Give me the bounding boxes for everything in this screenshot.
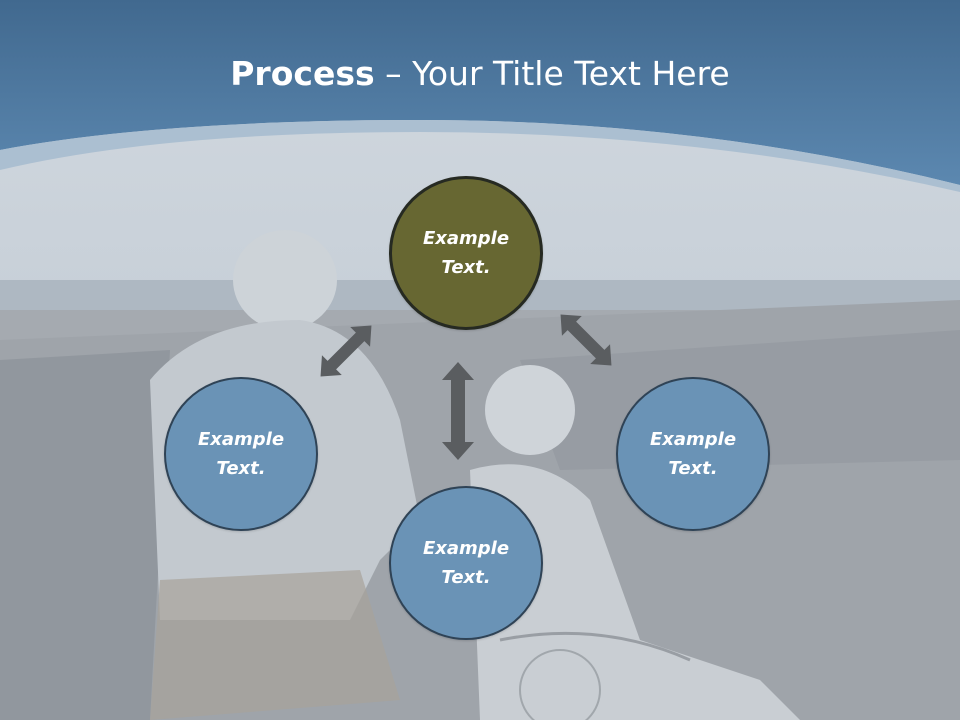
slide-title: Process – Your Title Text Here (0, 52, 960, 96)
process-node-top: Example Text. (389, 176, 543, 330)
process-node-left-label: Example Text. (197, 429, 285, 479)
title-bold: Process (230, 54, 375, 93)
process-node-left: Example Text. (164, 377, 318, 531)
double-arrow-left (320, 325, 372, 377)
double-arrow-right (560, 314, 612, 366)
process-node-right: Example Text. (616, 377, 770, 531)
double-arrow-vertical (442, 362, 474, 460)
title-rest: – Your Title Text Here (374, 54, 730, 93)
process-node-bottom: Example Text. (389, 486, 543, 640)
process-node-right-label: Example Text. (649, 429, 737, 479)
process-node-bottom-label: Example Text. (422, 538, 510, 588)
process-node-top-label: Example Text. (422, 228, 510, 278)
